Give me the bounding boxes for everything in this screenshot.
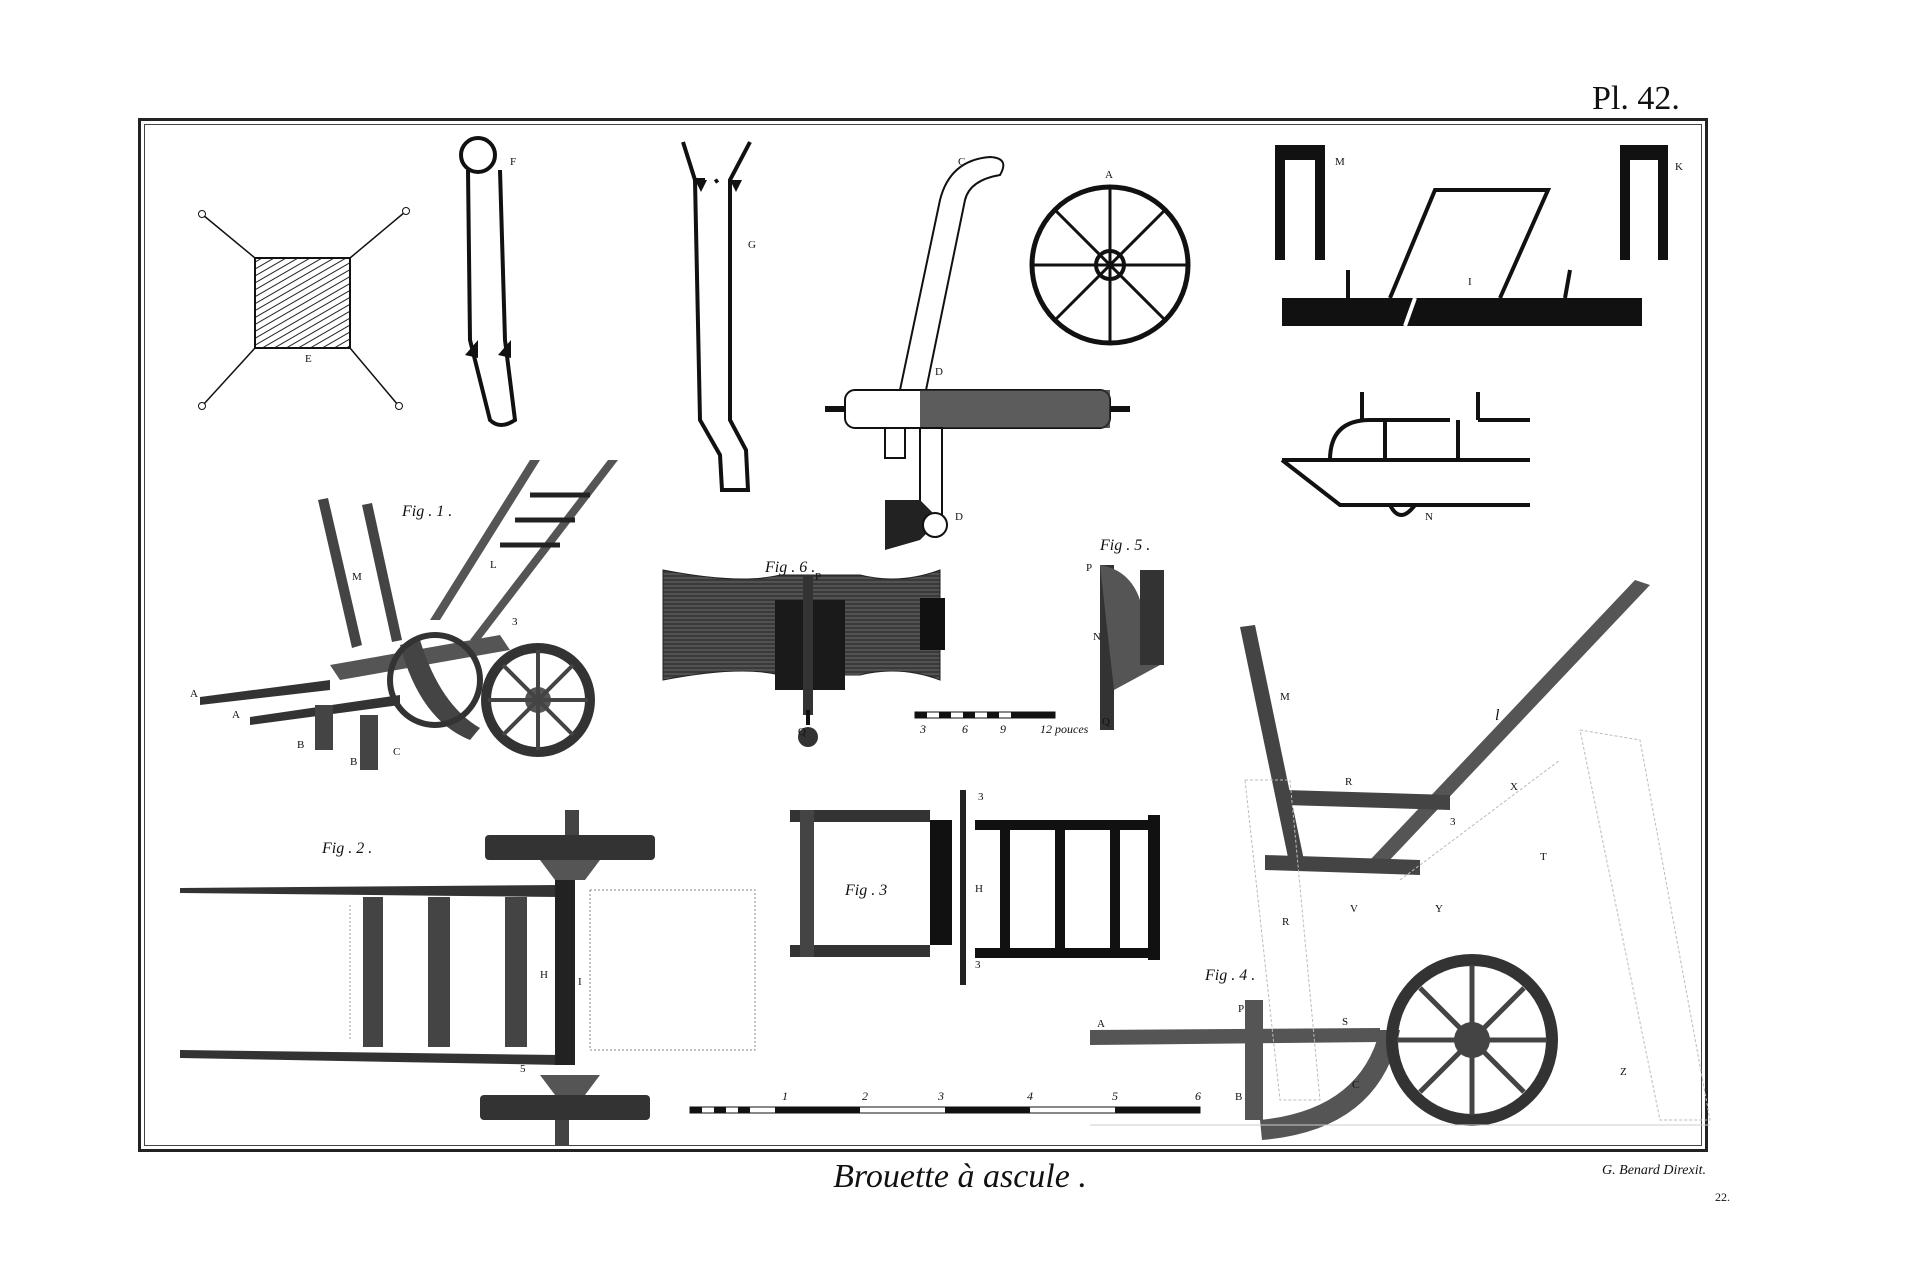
plate-title: Brouette à ascule . — [833, 1158, 1087, 1195]
label-a-fig4: A — [1097, 1018, 1105, 1030]
plate-number: Pl. 42. — [1592, 80, 1680, 117]
label-a1-fig1: A — [190, 688, 198, 700]
label-n-fig5: N — [1093, 631, 1101, 643]
fig3-caption: Fig . 3 — [844, 882, 887, 899]
label-y-fig4: Y — [1435, 903, 1443, 915]
large-scale-2: 2 — [862, 1089, 868, 1103]
label-g: G — [748, 239, 756, 251]
label-b1-fig1: B — [297, 739, 304, 751]
large-scale-3: 3 — [937, 1089, 944, 1103]
label-c-fig4: C — [1352, 1079, 1359, 1091]
large-scale-4: 4 — [1027, 1089, 1033, 1103]
fig1-barrow-drawing — [200, 460, 618, 770]
fig5-detail-drawing — [1100, 565, 1164, 730]
label-m-top: M — [1335, 156, 1345, 168]
label-k: K — [1675, 161, 1683, 173]
label-h-fig2: H — [540, 969, 548, 981]
fig1-caption: Fig . 1 . — [401, 503, 452, 520]
large-scale-5: 5 — [1112, 1089, 1118, 1103]
label-h-fig3: H — [975, 883, 983, 895]
label-p-fig4: P — [1238, 1003, 1244, 1015]
label-a-wheel: A — [1105, 169, 1113, 181]
label-f: F — [510, 156, 516, 168]
small-scale-3: 3 — [919, 722, 926, 736]
label-t-fig4: T — [1540, 851, 1547, 863]
engraver-credit: G. Benard Direxit. — [1602, 1163, 1706, 1178]
small-scale-12: 12 pouces — [1040, 722, 1089, 736]
plate-frame-inner — [144, 124, 1702, 1146]
label-s-fig4: S — [1342, 1016, 1348, 1028]
label-a2-fig1: A — [232, 709, 240, 721]
large-scale-bar — [689, 1106, 1201, 1114]
axle-d-drawing — [825, 155, 1130, 550]
fig2-plan-drawing — [180, 810, 756, 1145]
fig6-hub-section-drawing — [662, 569, 945, 747]
iron-n-drawing — [1280, 392, 1530, 517]
large-scale-1: 1 — [782, 1089, 788, 1103]
label-q-fig6: Q — [798, 726, 806, 738]
label-r1-fig4: R — [1345, 776, 1353, 788]
label-m-fig4: M — [1280, 691, 1290, 703]
wheel-a-drawing — [1029, 184, 1191, 346]
label-q-fig5: Q — [1102, 716, 1110, 728]
label-b-fig4: B — [1235, 1091, 1242, 1103]
label-5-fig2: 5 — [520, 1063, 526, 1075]
fork-g-drawing — [681, 141, 752, 492]
page-number: 22. — [1715, 1190, 1730, 1204]
label-p-fig5: P — [1086, 562, 1092, 574]
label-i-top: I — [1468, 276, 1472, 288]
label-d-top: D — [935, 366, 943, 378]
large-scale-6: 6 — [1195, 1089, 1201, 1103]
small-scale-bar — [914, 711, 1056, 719]
net-e-drawing — [198, 207, 410, 410]
fig5-caption: Fig . 5 . — [1099, 537, 1150, 554]
label-c-top: C — [958, 156, 965, 168]
label-i-fig2: I — [578, 976, 582, 988]
fig3-frame-drawing — [790, 790, 1160, 985]
label-l-fig4: l — [1495, 707, 1500, 724]
fig4-side-view-drawing — [1090, 580, 1711, 1140]
fig6-caption: Fig . 6 . — [764, 559, 815, 576]
label-3-fig4: 3 — [1450, 816, 1456, 828]
label-m-fig1: M — [352, 571, 362, 583]
irons-mki-drawing — [1275, 145, 1668, 327]
label-d-bottom: D — [955, 511, 963, 523]
label-c-fig1: C — [393, 746, 400, 758]
label-3-fig1: 3 — [512, 616, 518, 628]
label-3b-fig3: 3 — [975, 959, 981, 971]
label-3a-fig3: 3 — [978, 791, 984, 803]
label-x-fig4: X — [1510, 781, 1518, 793]
label-n-top: N — [1425, 511, 1433, 523]
label-l-fig1: L — [490, 559, 497, 571]
label-r2-fig4: R — [1282, 916, 1290, 928]
fig2-caption: Fig . 2 . — [321, 840, 372, 857]
plate-frame — [138, 118, 1708, 1152]
label-e: E — [305, 353, 312, 365]
label-p-fig6: P — [815, 571, 821, 583]
small-scale-9: 9 — [1000, 722, 1006, 736]
label-v-fig4: V — [1350, 903, 1358, 915]
label-z-fig4: Z — [1620, 1066, 1627, 1078]
label-b2-fig1: B — [350, 756, 357, 768]
small-scale-6: 6 — [962, 722, 968, 736]
strap-f-drawing — [459, 136, 518, 427]
fig4-caption: Fig . 4 . — [1204, 967, 1255, 984]
